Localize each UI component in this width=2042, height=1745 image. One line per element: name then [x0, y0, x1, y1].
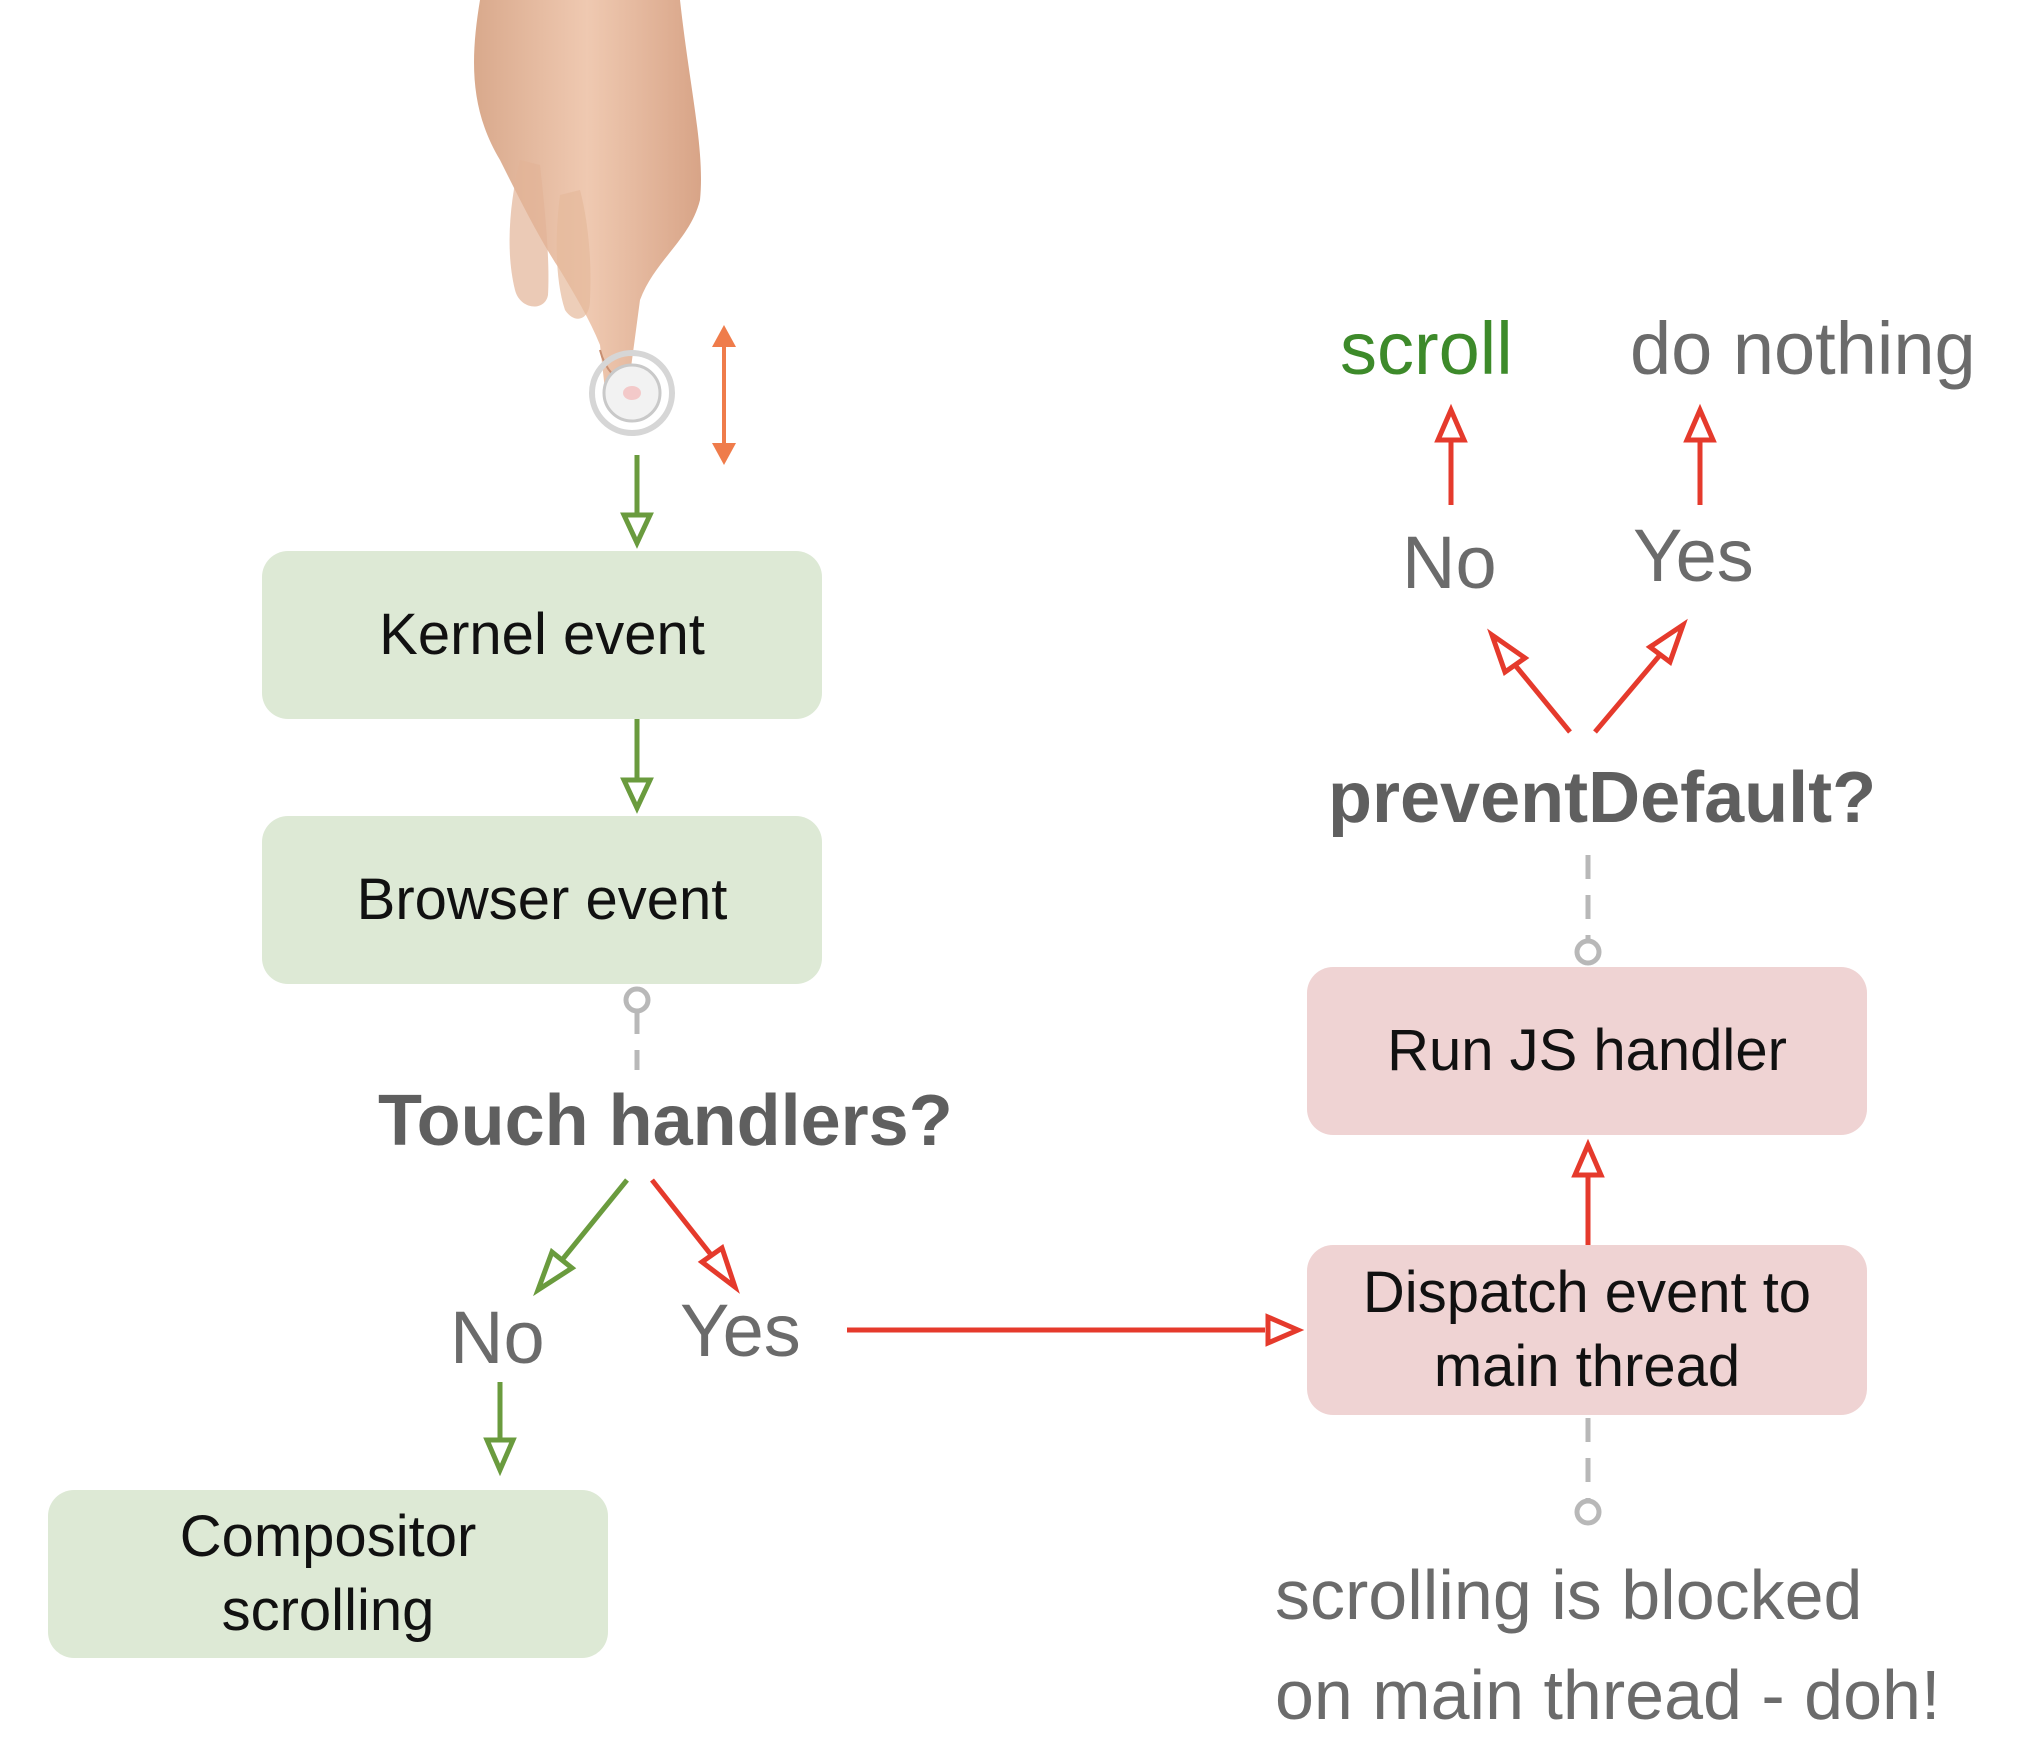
- run-js-handler-label: Run JS handler: [1387, 1018, 1787, 1083]
- prevent-yes-label: Yes: [1633, 514, 1754, 597]
- dispatch-label-line1: Dispatch event to: [1362, 1260, 1812, 1325]
- swipe-vertical-icon: [712, 325, 736, 465]
- kernel-event-box: Kernel event: [262, 551, 822, 719]
- prevent-default-question: preventDefault?: [1328, 758, 1877, 838]
- prevent-no-label: No: [1402, 521, 1497, 604]
- arrow-prevent-to-no: [1487, 628, 1572, 734]
- run-js-handler-box: Run JS handler: [1307, 967, 1867, 1135]
- arrow-yes-to-dispatch: [847, 1313, 1305, 1347]
- compositor-label-line2: scrolling: [221, 1578, 435, 1643]
- connector-prevent-to-runjs: [1574, 855, 1602, 966]
- blocked-line2: on main thread - doh!: [1275, 1656, 1941, 1734]
- arrow-no-to-scroll: [1434, 403, 1468, 505]
- arrow-touch-to-no: [533, 1178, 629, 1297]
- connector-browser-to-question: [623, 986, 651, 1070]
- kernel-event-label: Kernel event: [379, 602, 705, 667]
- scroll-outcome: scroll: [1340, 307, 1513, 390]
- touch-point-icon: [589, 350, 675, 436]
- pointing-hand-icon: [474, 0, 701, 394]
- green-arrows: [483, 455, 654, 1477]
- arrow-no-to-compositor: [483, 1382, 517, 1477]
- scrolling-blocked-note: scrolling is blocked on main thread - do…: [1275, 1545, 1940, 1745]
- arrow-touch-to-yes: [650, 1178, 740, 1294]
- dashed-connectors: [623, 855, 1602, 1526]
- arrow-prevent-to-yes: [1593, 618, 1688, 734]
- do-nothing-outcome: do nothing: [1630, 307, 1976, 390]
- red-arrows: [650, 403, 1717, 1347]
- dispatch-event-box: Dispatch event to main thread: [1307, 1245, 1867, 1415]
- arrow-kernel-to-browser: [620, 713, 654, 814]
- arrow-dispatch-to-runjs: [1571, 1138, 1605, 1245]
- browser-event-box: Browser event: [262, 816, 822, 984]
- touch-no-label: No: [450, 1296, 545, 1379]
- touch-yes-label: Yes: [680, 1289, 801, 1372]
- dispatch-label-line2: main thread: [1433, 1334, 1741, 1399]
- arrow-yes-to-donothing: [1683, 403, 1717, 505]
- arrow-touch-to-kernel: [620, 455, 654, 549]
- touch-handlers-question: Touch handlers?: [378, 1081, 953, 1161]
- compositor-scrolling-box: Compositor scrolling: [48, 1490, 608, 1658]
- browser-event-label: Browser event: [356, 867, 728, 932]
- compositor-label-line1: Compositor: [179, 1504, 477, 1569]
- connector-dispatch-to-blocked: [1574, 1418, 1602, 1526]
- blocked-line1: scrolling is blocked: [1275, 1556, 1863, 1634]
